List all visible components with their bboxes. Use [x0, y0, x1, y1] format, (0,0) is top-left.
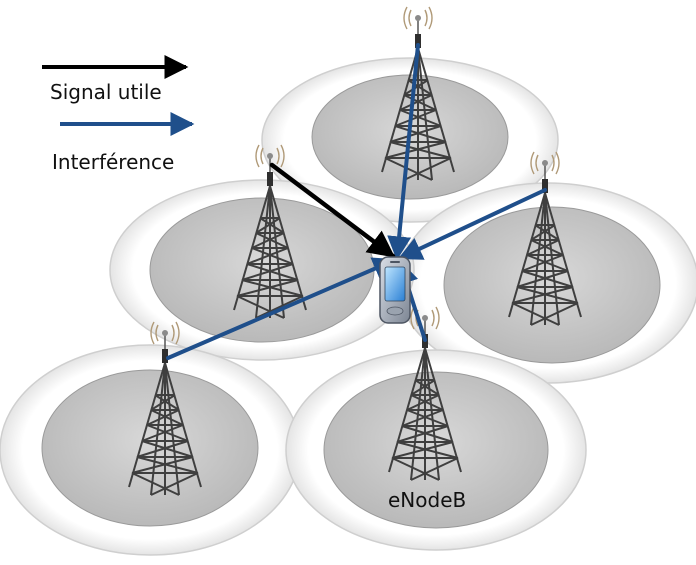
interference-link-bottomleft	[166, 257, 398, 360]
links-layer	[166, 43, 547, 360]
smartphone-icon	[379, 256, 411, 324]
interference-link-right	[397, 188, 547, 260]
cell-right-inner	[443, 206, 661, 364]
cell-bottomleft-inner	[41, 369, 259, 527]
interference-link-top	[387, 43, 420, 261]
legend-interference-label: Interférence	[52, 150, 175, 174]
signal-link	[269, 162, 396, 259]
enodeb-label: eNodeB	[388, 488, 467, 512]
cell-coverage-layer	[0, 57, 696, 556]
legend-signal-label: Signal utile	[50, 80, 162, 104]
